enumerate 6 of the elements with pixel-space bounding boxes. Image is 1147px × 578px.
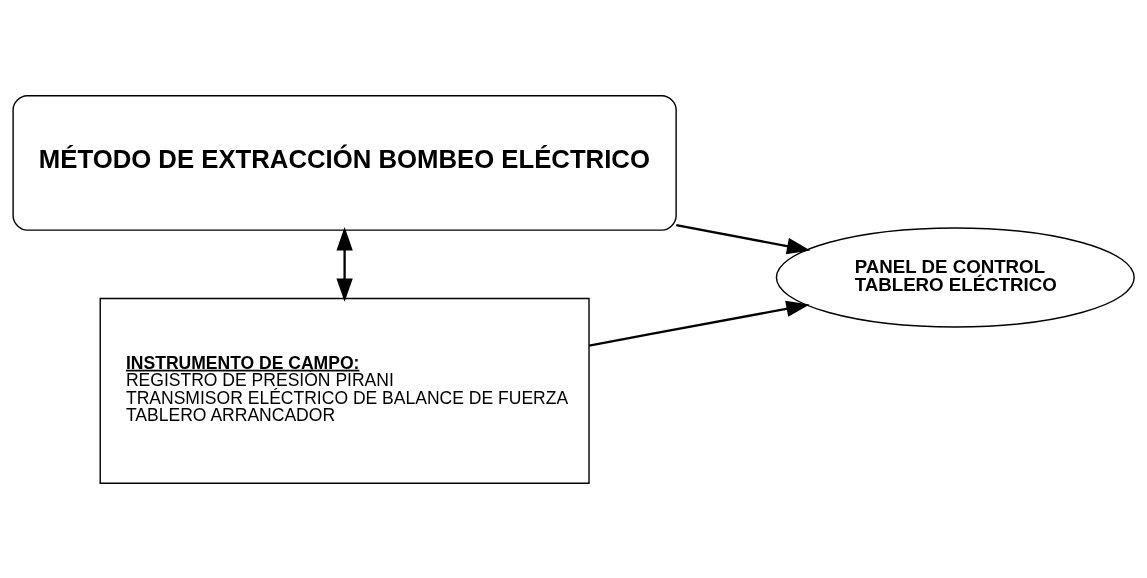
arrow xyxy=(589,300,810,347)
arrow xyxy=(676,223,811,254)
node-box: MÉTODO DE EXTRACCIÓN BOMBEO ELÉCTRICO xyxy=(12,94,677,231)
node-ellipse: PANEL DE CONTROL TABLERO ELÉCTRICO xyxy=(775,226,1135,328)
arrow xyxy=(336,226,353,302)
node-box: INSTRUMENTO DE CAMPO: REGISTRO DE PRESIÓN PIRANI TRANSMISOR ELÉCTRICO DE BALANCE DE FUERZA TABLERO ARRANCADOR xyxy=(99,297,590,484)
